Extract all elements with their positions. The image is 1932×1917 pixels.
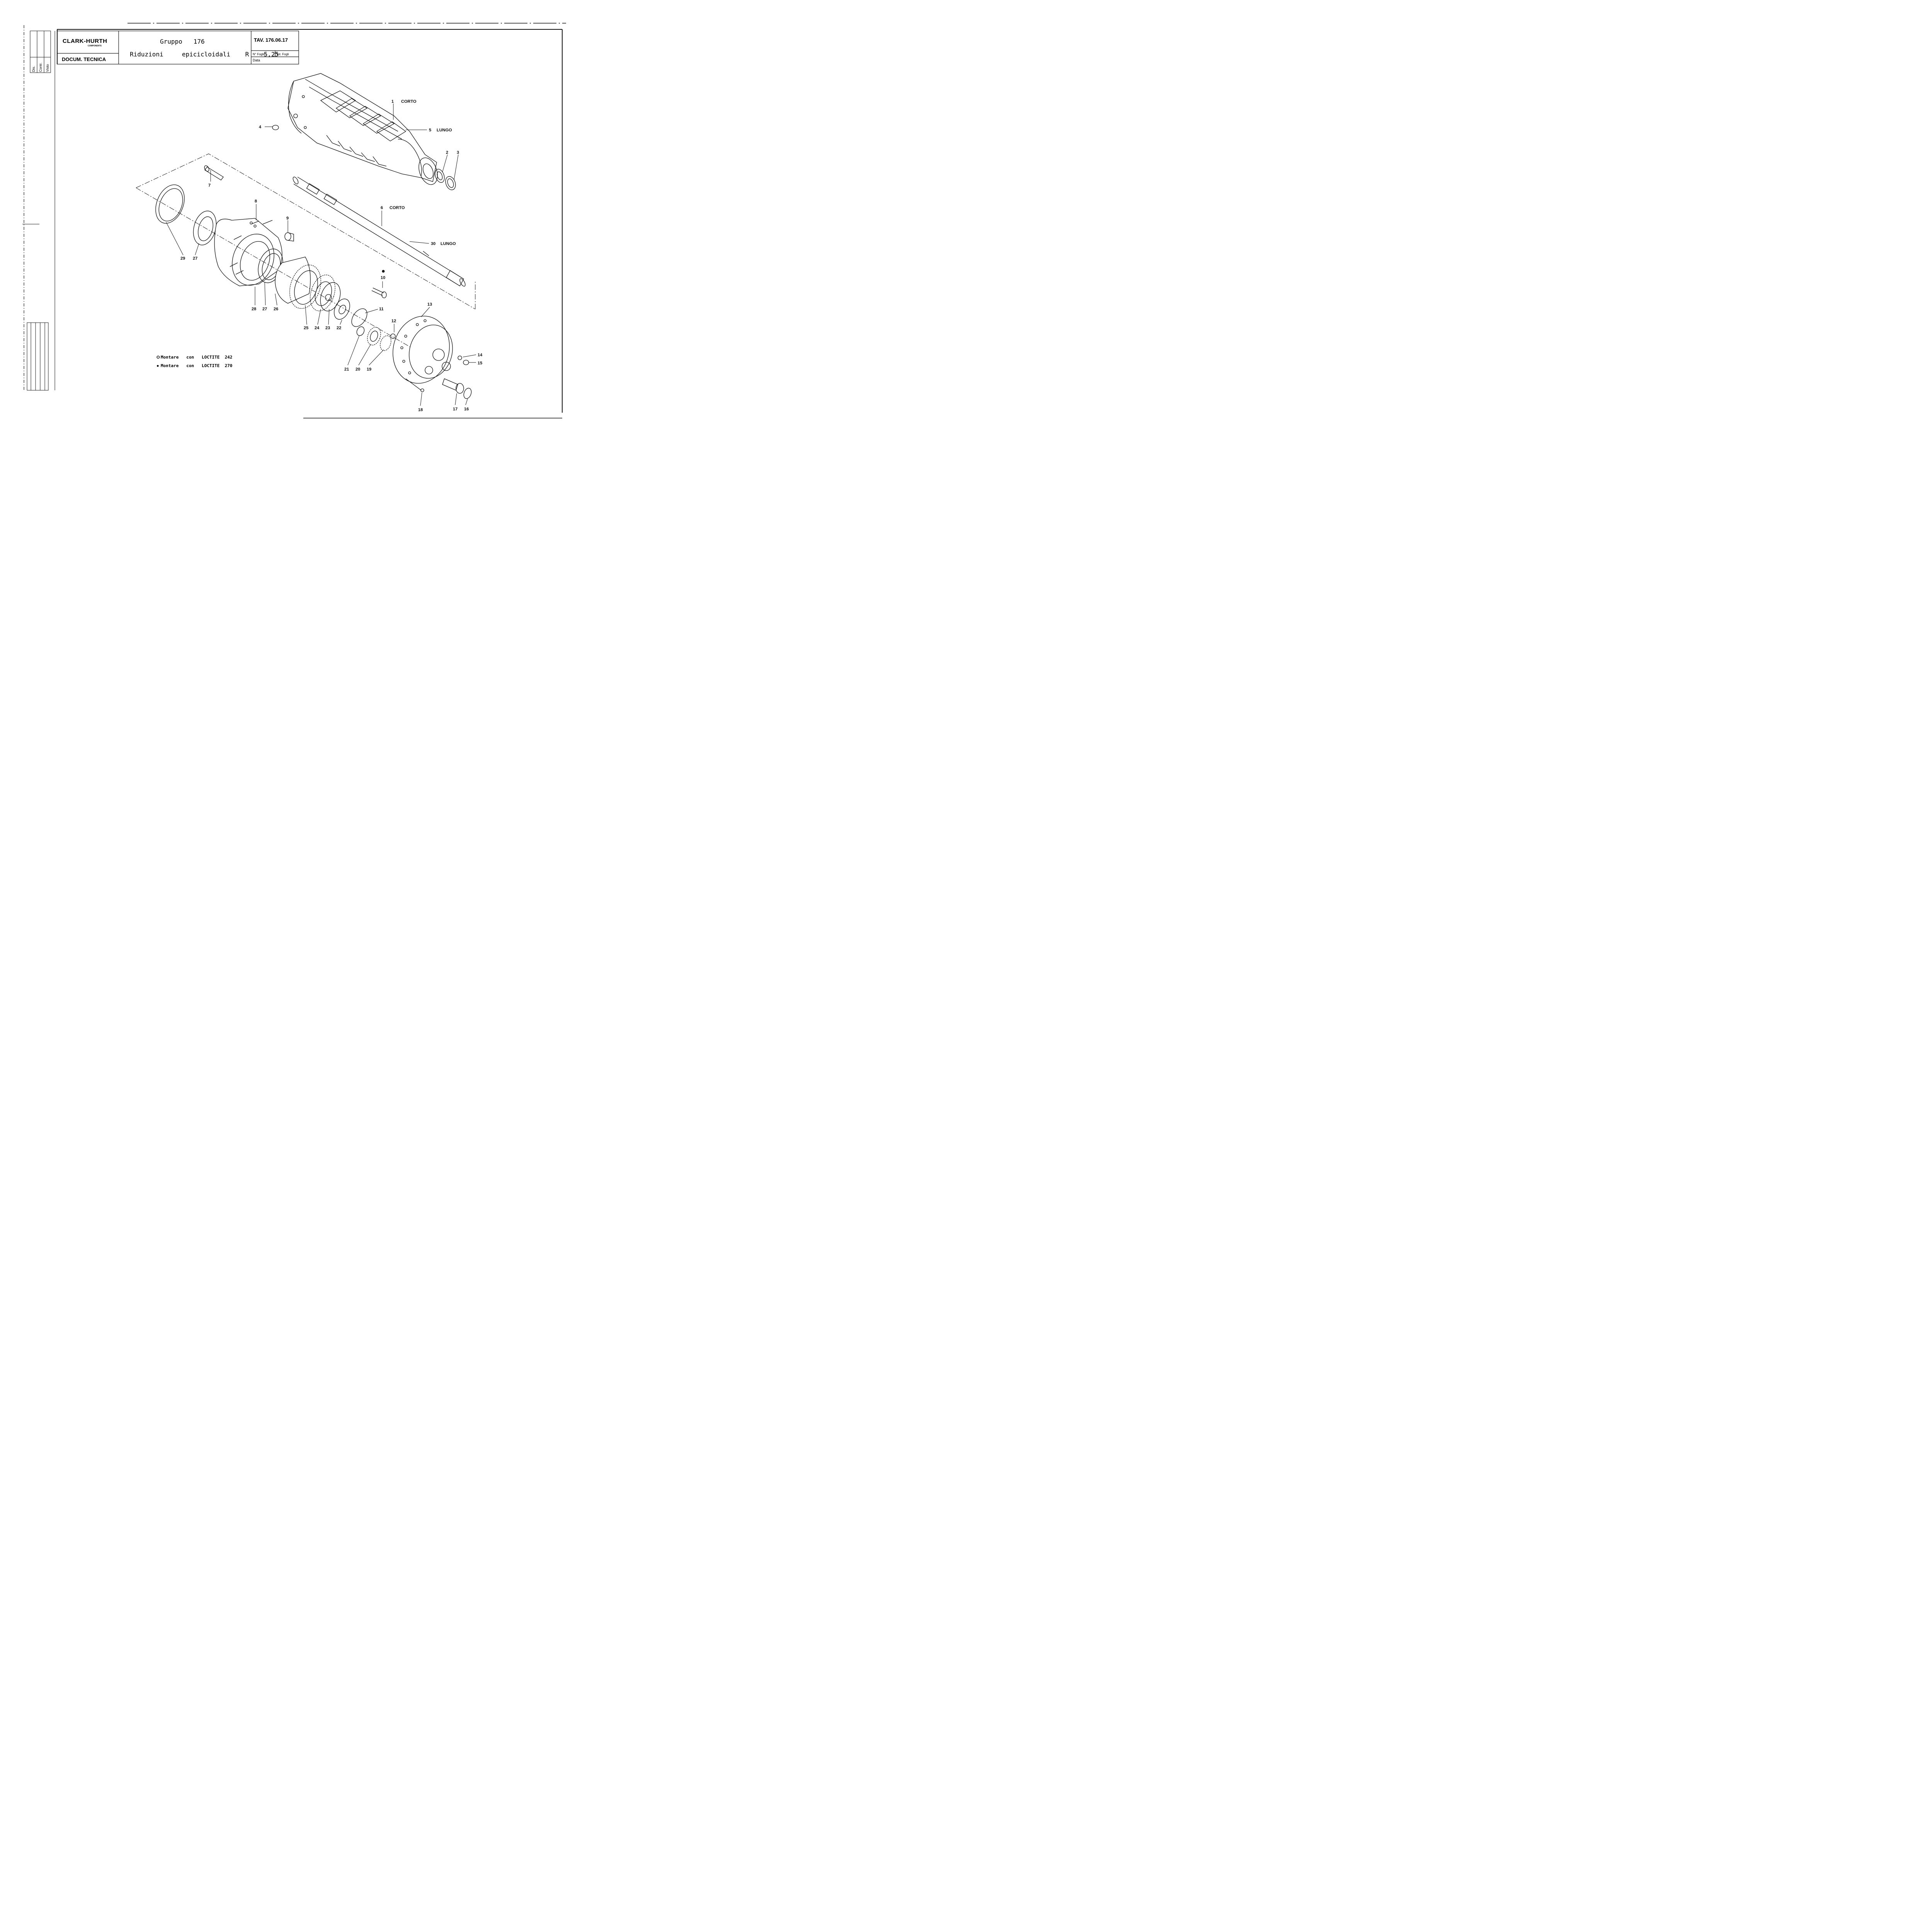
callout-17: 17: [453, 407, 457, 412]
visto-label: Visto: [46, 64, 49, 72]
callout-29: 29: [180, 256, 185, 261]
seal-ring-2: [435, 169, 445, 183]
callout-12: 12: [391, 319, 396, 323]
sheet-frame: [22, 23, 566, 418]
revision-grid: [27, 322, 49, 391]
callout-7: 7: [208, 183, 211, 188]
snap-ring-11: [351, 308, 367, 327]
callout-30-text: LUNGO: [440, 242, 456, 246]
note-loctite-242: Montare con LOCTITE 242: [161, 355, 232, 360]
n-foglio-label: N° Foglio: [253, 53, 266, 56]
data-label: Data: [253, 58, 260, 62]
callout-10: 10: [381, 276, 385, 280]
callout-2: 2: [446, 150, 448, 155]
callout-26: 26: [274, 307, 278, 311]
leader-lines: [166, 104, 476, 406]
drawing-description: Riduzioni epicicloidali R 5,25: [130, 51, 279, 58]
washer-22: [334, 298, 350, 320]
callout-14: 14: [478, 353, 483, 357]
screw-10: [371, 287, 387, 298]
title-block: [57, 31, 299, 65]
brand-logo-sub: COMPONENTS: [88, 45, 102, 47]
carrier-23: [320, 282, 341, 311]
callout-20: 20: [355, 367, 360, 372]
callout-21: 21: [344, 367, 349, 372]
callout-8: 8: [255, 199, 257, 204]
axle-housing: [287, 73, 438, 185]
wheel-hub-8: [214, 218, 282, 286]
callout-13: 13: [427, 302, 432, 307]
exploded-parts-drawing: Dis. Contr. Visto CLARK-HURTH COMPONENTS…: [22, 23, 566, 418]
ring-3: [445, 176, 456, 191]
tot-fogli-label: Tot. Fogli: [276, 53, 289, 56]
callout-19: 19: [367, 367, 371, 372]
bolt-7: [204, 165, 224, 180]
callout-30: 30: [431, 242, 435, 246]
center-lines: [136, 153, 476, 348]
callout-23: 23: [325, 326, 330, 330]
washer-21: [356, 326, 365, 336]
cover-13: [393, 316, 453, 384]
callout-28: 28: [252, 307, 256, 311]
note-loctite-270: Montare con LOCTITE 270: [161, 363, 232, 368]
callout-6-text: CORTO: [389, 206, 405, 210]
callout-11: 11: [379, 307, 384, 311]
callout-9: 9: [286, 216, 289, 221]
axle-shaft: [293, 177, 466, 287]
callout-18: 18: [418, 408, 423, 412]
plug-17: [442, 378, 464, 394]
brand-logo: CLARK-HURTH: [63, 38, 107, 44]
callout-1: 1: [391, 99, 394, 104]
approval-side-block: [30, 31, 51, 73]
note-loctite-270-symbol: ●: [156, 364, 159, 368]
tav-number: TAV. 176.06.17: [254, 37, 288, 43]
callout-16: 16: [464, 407, 469, 412]
note-loctite-242-symbol: O: [156, 355, 160, 360]
drum-26: [275, 257, 311, 304]
docum-label: DOCUM. TECNICA: [62, 56, 106, 62]
dis-label: Dis.: [32, 66, 36, 72]
ring-gear-29: [155, 184, 185, 224]
callout-15: 15: [478, 361, 482, 366]
plug-15: [463, 360, 469, 365]
callout-24: 24: [315, 326, 320, 330]
callout-5-text: LUNGO: [437, 128, 452, 133]
callout-1-text: CORTO: [401, 99, 417, 104]
group-title: Gruppo 176: [160, 38, 205, 45]
callout-4: 4: [259, 125, 262, 129]
bushing-9: [284, 232, 294, 242]
callout-22: 22: [337, 326, 341, 330]
screw-18: [405, 378, 424, 392]
plug-4: [272, 125, 279, 130]
sun-gear-20: [367, 327, 381, 345]
callout-5: 5: [429, 128, 431, 133]
callout-27-seal: 27: [193, 256, 197, 261]
callout-6: 6: [381, 206, 383, 210]
callout-3: 3: [457, 150, 459, 155]
washer-12: [390, 333, 396, 339]
loctite-270-marker: [382, 270, 385, 273]
callout-25: 25: [304, 326, 308, 330]
washer-14: [457, 356, 462, 360]
gear-24: [310, 274, 335, 311]
contr-label: Contr.: [39, 63, 43, 72]
o-ring-16: [463, 388, 472, 399]
callout-27-hub: 27: [262, 307, 267, 311]
